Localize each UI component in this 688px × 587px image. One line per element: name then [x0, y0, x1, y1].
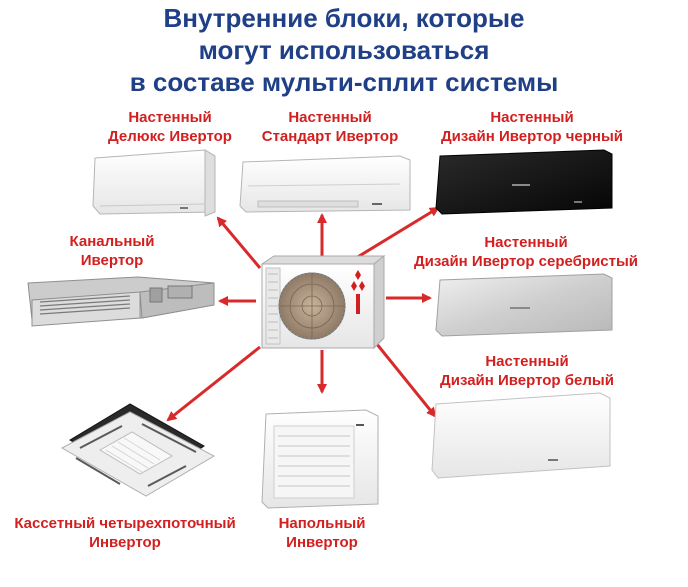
unit-wall-standard	[239, 155, 411, 213]
unit-wall-deluxe	[92, 149, 216, 217]
label-cassette: Кассетный четырехпоточный Инвертор	[14, 515, 236, 551]
unit-wall-design-black	[435, 149, 613, 215]
unit-wall-design-silver	[435, 273, 613, 337]
title-line-3: в составе мульти-сплит системы	[129, 67, 559, 97]
label-ducted: Канальный Ивертор	[69, 233, 155, 269]
label-wall-design-silver: Настенный Дизайн Ивертор серебристый	[413, 234, 639, 270]
arrow-to-wall-deluxe	[216, 216, 262, 269]
three-diamonds-icon	[351, 270, 365, 291]
label-wall-design-black: Настенный Дизайн Ивертор черный	[440, 109, 623, 145]
outdoor-unit	[260, 254, 386, 350]
connection-arrows	[166, 206, 440, 422]
unit-floor	[261, 409, 379, 509]
page-title: Внутренние блоки, которые могут использо…	[0, 2, 688, 98]
label-wall-standard: Настенный Стандарт Ивертор	[261, 109, 399, 145]
unit-wall-design-white	[431, 392, 611, 479]
unit-ducted	[27, 276, 215, 327]
unit-cassette	[60, 403, 216, 497]
arrow-to-cassette	[166, 345, 261, 422]
title-line-2: могут использоваться	[198, 35, 490, 65]
label-wall-deluxe: Настенный Делюкс Ивертор	[108, 109, 232, 145]
label-wall-design-white: Настенный Дизайн Ивертор белый	[440, 353, 614, 389]
title-line-1: Внутренние блоки, которые	[163, 3, 525, 33]
arrow-to-wall-design-white	[374, 342, 437, 418]
arrow-to-wall-design-black	[355, 206, 440, 260]
label-floor: Напольный Инвертор	[278, 515, 366, 551]
